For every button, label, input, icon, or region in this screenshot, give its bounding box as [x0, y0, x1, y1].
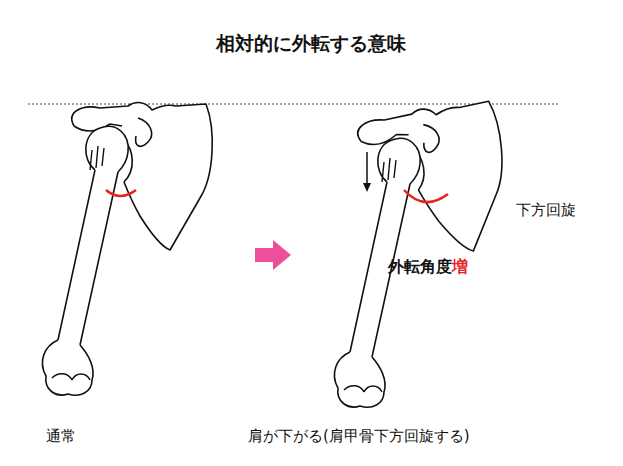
title: 相対的に外転する意味 — [216, 32, 406, 55]
scapula — [356, 99, 516, 265]
caption-normal: 通常 — [46, 427, 76, 445]
angle-arc — [404, 190, 448, 202]
angle-label-emphasis: 増 — [452, 257, 468, 276]
rotation-label: 下方回旋 — [516, 201, 576, 219]
down-arrow — [366, 152, 368, 184]
angle-label: 外転角度 — [388, 257, 452, 276]
humerus — [42, 126, 128, 395]
caption-lowered: 肩が下がる(肩甲骨下方回旋する) — [248, 427, 470, 445]
angle-arc — [106, 190, 136, 196]
transition-arrow — [255, 240, 291, 270]
down-arrow — [363, 183, 371, 192]
